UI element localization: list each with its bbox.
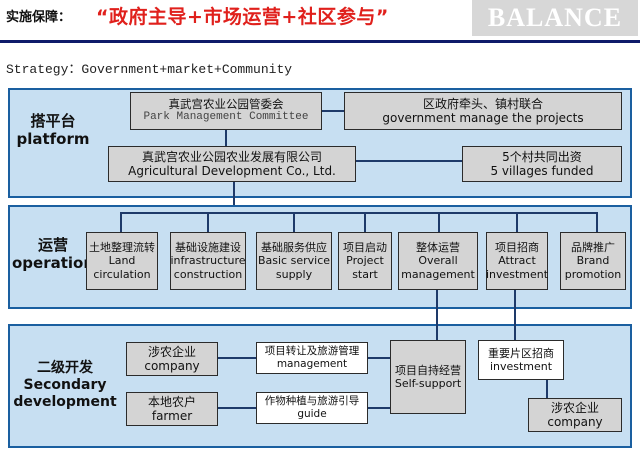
connector-line — [368, 357, 390, 359]
connector-line — [436, 290, 438, 340]
agri-company-box: 涉农企业 company — [126, 342, 218, 376]
brand-logo: BALANCE — [472, 0, 638, 36]
committee-box: 真武宫农业公园管委会 Park Management Committee — [130, 92, 322, 130]
connector-line — [207, 212, 209, 232]
strategy-text: Strategy：Government+market+Community — [6, 62, 293, 77]
farmer-box: 本地农户 farmer — [126, 392, 218, 426]
connector-line — [322, 110, 344, 112]
villages-box: 5个村共同出资 5 villages funded — [462, 146, 622, 182]
transfer-box: 项目转让及旅游管理 management — [256, 342, 368, 374]
header-title: “政府主导+市场运营+社区参与” — [96, 6, 389, 28]
connector-line — [218, 357, 256, 359]
op-attract-box: 项目招商 Attract investment — [486, 232, 548, 290]
connector-line — [225, 130, 227, 146]
connector-line — [546, 380, 548, 398]
connector-line — [293, 212, 295, 232]
operation-label: 运营 operation — [11, 236, 95, 272]
op-land-box: 土地整理流转 Land circulation — [86, 232, 158, 290]
header-label: 实施保障： — [6, 10, 72, 25]
agri-company2-box: 涉农企业 company — [528, 398, 622, 432]
connector-line — [356, 160, 462, 162]
government-box: 区政府牵头、镇村联合 government manage the project… — [344, 92, 622, 130]
connector-line — [438, 212, 440, 232]
connector-line — [516, 212, 518, 232]
platform-label: 搭平台 platform — [16, 112, 90, 148]
op-service-box: 基础服务供应 Basic service supply — [256, 232, 332, 290]
op-brand-box: 品牌推广 Brand promotion — [560, 232, 626, 290]
key-area-box: 重要片区招商 investment — [478, 340, 564, 380]
connector-line — [218, 407, 256, 409]
connector-line — [364, 212, 366, 232]
self-support-box: 项目自持经营 Self-support — [390, 340, 466, 414]
connector-line — [120, 212, 122, 232]
secondary-label: 二级开发 Secondary development — [13, 360, 117, 410]
op-project-start-box: 项目启动 Project start — [338, 232, 392, 290]
connector-line — [596, 212, 598, 232]
planting-box: 作物种植与旅游引导 guide — [256, 392, 368, 424]
connector-line — [233, 182, 235, 212]
connector-line — [120, 212, 597, 214]
connector-line — [368, 407, 390, 409]
company-box: 真武宫农业公园农业发展有限公司 Agricultural Development… — [108, 146, 356, 182]
header-divider — [0, 40, 640, 43]
connector-line — [514, 290, 516, 340]
op-infrastructure-box: 基础设施建设 infrastructure construction — [170, 232, 246, 290]
op-overall-box: 整体运营 Overall management — [398, 232, 478, 290]
